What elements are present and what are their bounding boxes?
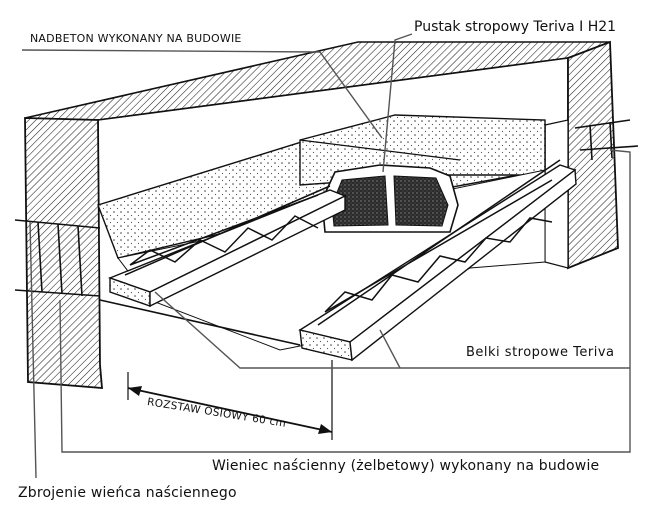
- right-wall-section: [567, 40, 619, 270]
- label-nadbeton: NADBETON WYKONANY NA BUDOWIE: [30, 32, 242, 45]
- leader-wieniec: [59, 149, 631, 453]
- leader-nadbeton: [21, 49, 383, 139]
- spacing-arrow-line: [127, 387, 333, 433]
- left-wall-section: [24, 117, 103, 389]
- spacing-arrow-left-head: [128, 386, 142, 396]
- leader-belki-right: [379, 329, 401, 369]
- beam-left-side: [149, 194, 346, 308]
- overlay-edge: [299, 139, 461, 161]
- label-pustak: Pustak stropowy Teriva I H21: [414, 19, 617, 35]
- beam-right-side: [349, 168, 577, 362]
- hollow-block-void-left: [331, 175, 389, 227]
- rebar-left: [14, 219, 301, 346]
- leader-zbrojenie: [29, 221, 37, 479]
- label-belki: Belki stropowe Teriva: [466, 345, 615, 360]
- hollow-block-void-right: [393, 175, 449, 227]
- truss-right: [317, 159, 561, 326]
- rebar-right: [574, 119, 639, 161]
- truss-left: [124, 185, 331, 276]
- spacing-arrow-right-head: [318, 424, 332, 434]
- label-zbrojenie: Zbrojenie wieńca naściennego: [18, 485, 237, 501]
- leader-pustak: [382, 33, 413, 173]
- label-wieniec: Wieniec naścienny (żelbetowy) wykonany n…: [212, 458, 600, 474]
- leader-belki: [154, 291, 630, 369]
